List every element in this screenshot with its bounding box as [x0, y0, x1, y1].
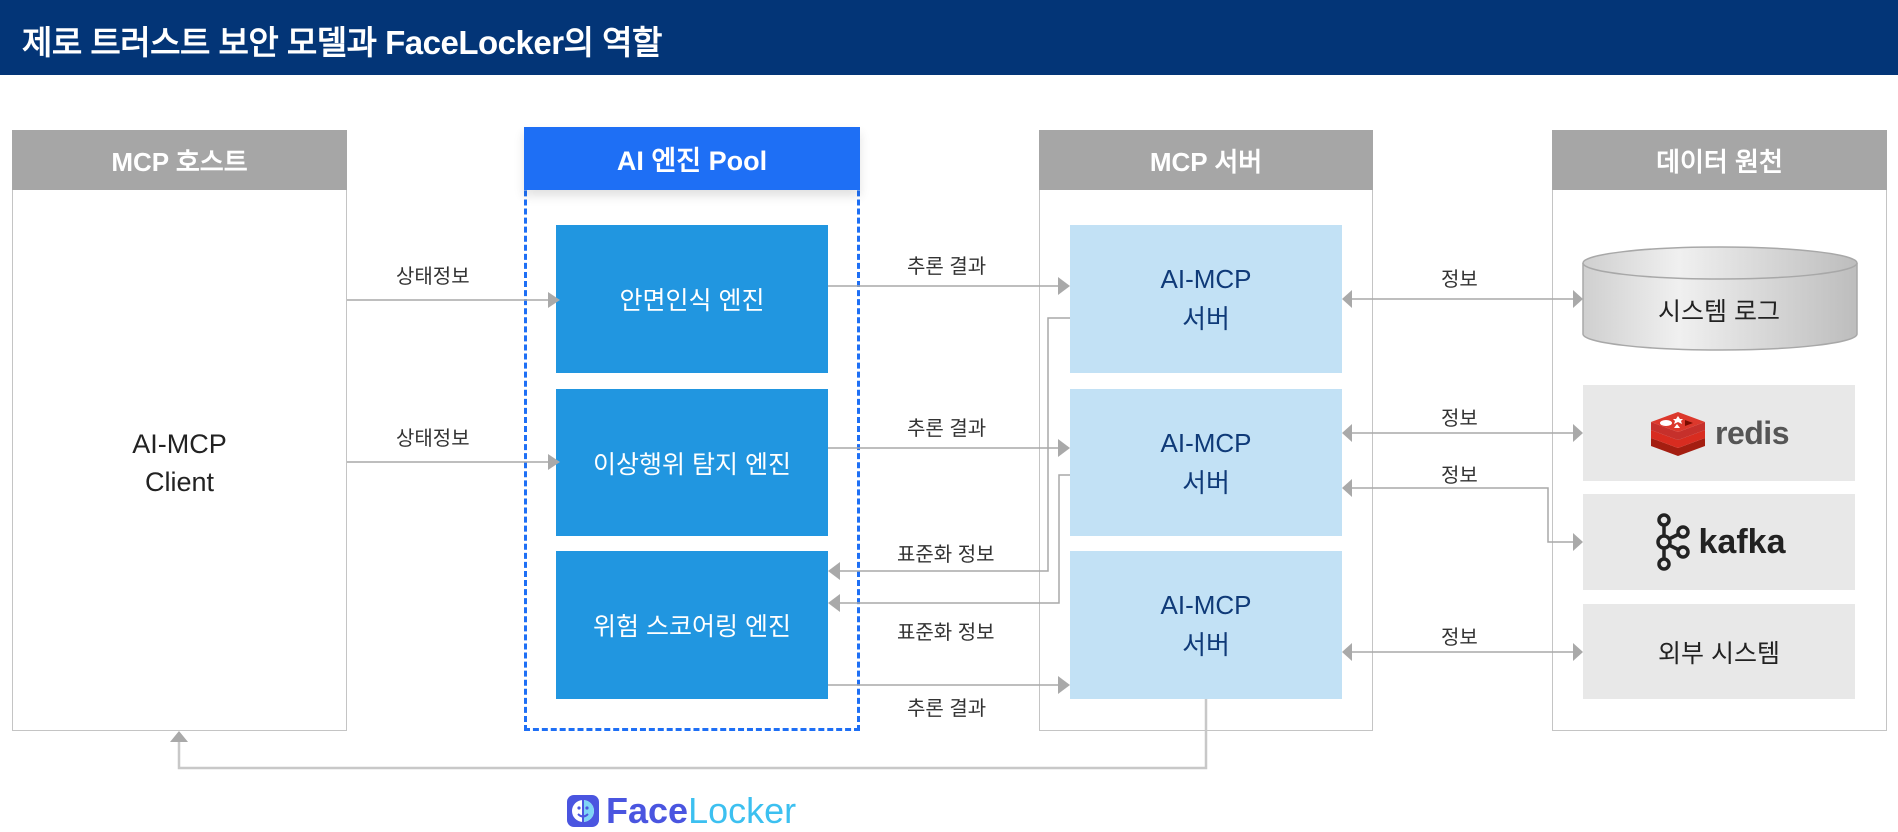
arrow-syslog-icon: [1573, 290, 1583, 308]
wire-server1-risk: [836, 317, 1070, 572]
wire-server2-kafka: [1350, 487, 1575, 543]
redis-logo-icon: [1651, 412, 1705, 456]
arrow-host-up-icon: [170, 731, 188, 742]
facelocker-face-icon: [567, 795, 599, 827]
system-log-label: 시스템 로그: [1658, 298, 1780, 326]
arrow-s3-left-icon: [1342, 643, 1352, 661]
label-risk-server3: 추론 결과: [907, 698, 987, 720]
ai-mcp-server-3[interactable]: AI-MCP 서버: [1070, 551, 1342, 699]
facelocker-logo: Face Locker: [566, 790, 796, 832]
server-3-line2: 서버: [1182, 630, 1230, 660]
arrow-anomaly-icon: [548, 454, 560, 470]
redis-source[interactable]: redis: [1583, 385, 1855, 481]
server-2-line2: 서버: [1182, 467, 1230, 498]
arrow-s2-left-icon: [1342, 424, 1352, 442]
logo-text-face: Face: [606, 790, 689, 831]
label-server3-external: 정보: [1441, 627, 1478, 649]
kafka-source[interactable]: kafka: [1583, 494, 1855, 590]
label-server1-risk: 표준화 정보: [897, 544, 995, 566]
face-recognition-engine[interactable]: 안면인식 엔진: [556, 225, 828, 373]
mcp-server-header: MCP 서버: [1039, 130, 1373, 190]
label-server2-risk: 표준화 정보: [897, 622, 995, 644]
kafka-logo-icon: [1655, 513, 1690, 571]
logo-text-locker: Locker: [688, 790, 797, 831]
label-server2-redis: 정보: [1441, 408, 1478, 430]
arrow-server1-icon: [1058, 277, 1070, 295]
risk-scoring-engine[interactable]: 위험 스코어링 엔진: [556, 551, 828, 699]
arrow-s1-left-icon: [1342, 290, 1352, 308]
label-anomaly-server2: 추론 결과: [907, 418, 987, 440]
title-bar: 제로 트러스트 보안 모델과 FaceLocker의 역할: [0, 0, 1898, 75]
arrow-redis-icon: [1573, 424, 1583, 442]
arrow-face-icon: [548, 292, 560, 308]
arrow-risk-b-icon: [828, 594, 840, 612]
external-system-source[interactable]: 외부 시스템: [1583, 604, 1855, 699]
arrow-external-icon: [1573, 643, 1583, 661]
server-1-line2: 서버: [1182, 304, 1230, 334]
client-line2: Client: [144, 467, 215, 497]
system-log-database-icon[interactable]: [1580, 244, 1860, 356]
label-host-anomaly: 상태정보: [396, 428, 470, 450]
wire-server3-host: [177, 699, 1208, 770]
label-face-server1: 추론 결과: [907, 256, 987, 278]
ai-engine-pool-header: AI 엔진 Pool: [524, 127, 860, 190]
kafka-label: kafka: [1698, 522, 1786, 561]
redis-label: redis: [1715, 414, 1789, 451]
anomaly-detection-engine[interactable]: 이상행위 탐지 엔진: [556, 389, 828, 536]
label-host-face: 상태정보: [396, 266, 470, 288]
mcp-host-column: [12, 130, 347, 731]
ai-mcp-server-2[interactable]: AI-MCP 서버: [1070, 389, 1342, 536]
page-title: 제로 트러스트 보안 모델과 FaceLocker의 역할: [22, 24, 662, 61]
server-2-line1: AI-MCP: [1160, 427, 1252, 458]
arrow-server2-icon: [1058, 439, 1070, 457]
server-1-line1: AI-MCP: [1160, 264, 1252, 294]
wire-server2-risk: [836, 474, 1070, 604]
client-line1: AI-MCP: [132, 429, 227, 459]
label-server2-kafka: 정보: [1441, 465, 1478, 487]
arrow-server3-icon: [1058, 676, 1070, 694]
server-3-line1: AI-MCP: [1160, 590, 1252, 620]
arrow-s2b-left-icon: [1342, 479, 1352, 497]
ai-mcp-client[interactable]: AI-MCP Client: [12, 425, 347, 501]
arrow-kafka-icon: [1573, 533, 1583, 551]
mcp-host-header: MCP 호스트: [12, 130, 347, 190]
data-source-header: 데이터 원천: [1552, 130, 1887, 190]
label-server1-syslog: 정보: [1441, 269, 1478, 291]
arrow-risk-a-icon: [828, 562, 840, 580]
ai-mcp-server-1[interactable]: AI-MCP 서버: [1070, 225, 1342, 373]
